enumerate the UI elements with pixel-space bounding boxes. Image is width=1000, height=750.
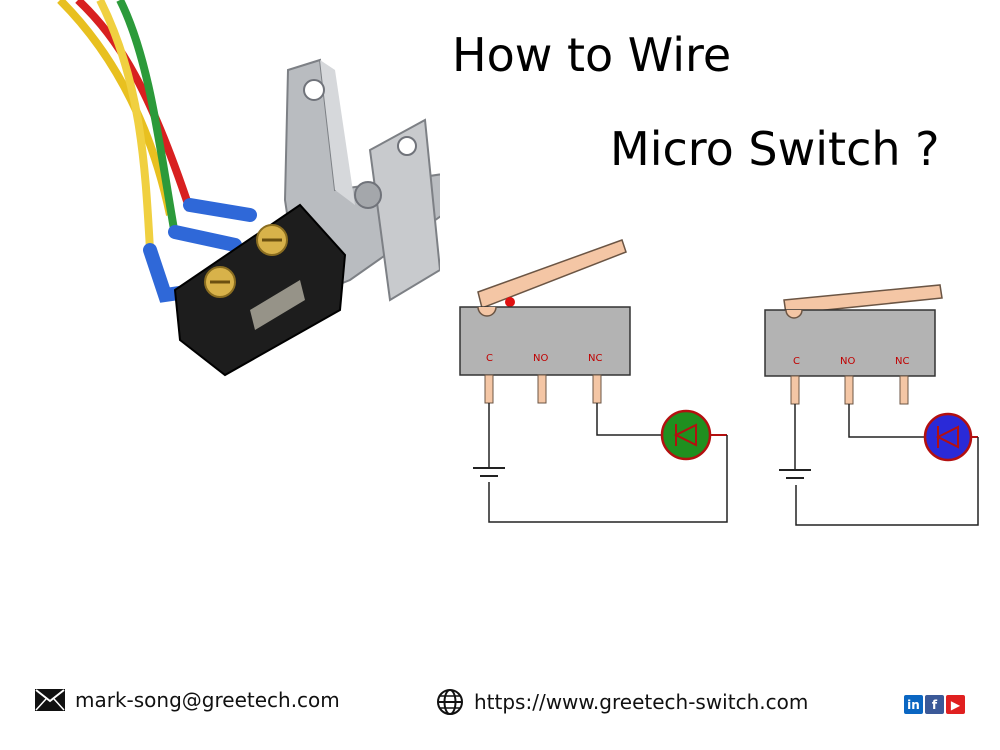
diagram-left: C NO NC xyxy=(459,239,728,523)
switch-lever-left xyxy=(477,239,627,310)
footer-email[interactable]: mark-song@greetech.com xyxy=(35,688,340,712)
pin-label-no-right: NO xyxy=(840,356,855,367)
title-line-1: How to Wire xyxy=(452,28,732,82)
footer-website[interactable]: https://www.greetech-switch.com xyxy=(436,688,808,716)
diagram-right: C NO NC xyxy=(764,284,979,526)
social-links: in f ▶ xyxy=(904,695,965,714)
pin-label-nc-left: NC xyxy=(588,353,602,364)
email-text[interactable]: mark-song@greetech.com xyxy=(75,688,340,712)
led-left xyxy=(660,409,712,461)
globe-icon xyxy=(437,689,463,715)
envelope-icon xyxy=(35,689,65,711)
wiring-diagrams: C NO NC C NO NC xyxy=(459,239,979,526)
micro-switch-photo xyxy=(57,0,440,377)
led-right xyxy=(923,412,973,462)
switch-body-right xyxy=(764,309,936,377)
youtube-icon[interactable]: ▶ xyxy=(946,695,965,714)
website-text[interactable]: https://www.greetech-switch.com xyxy=(474,690,809,714)
pin-label-c-right: C xyxy=(793,356,800,367)
title-line-2: Micro Switch ? xyxy=(610,122,940,176)
pin-label-no-left: NO xyxy=(533,353,548,364)
pin-label-nc-right: NC xyxy=(895,356,909,367)
linkedin-icon[interactable]: in xyxy=(904,695,923,714)
pin-label-c-left: C xyxy=(486,353,493,364)
switch-body-left xyxy=(459,306,631,376)
facebook-icon[interactable]: f xyxy=(925,695,944,714)
actuator-button-left xyxy=(505,297,515,307)
